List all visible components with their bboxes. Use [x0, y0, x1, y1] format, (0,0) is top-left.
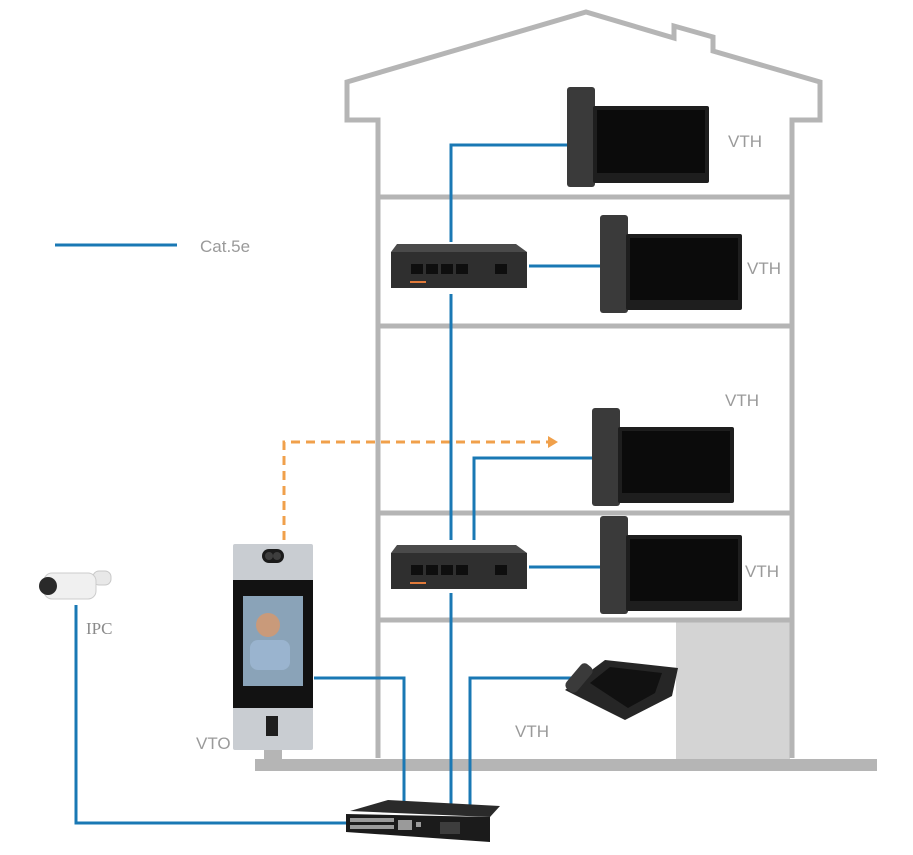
vth-handset — [567, 87, 595, 187]
vth-handset — [592, 408, 620, 506]
vth-ground-label: VTH — [515, 722, 549, 741]
wireless-link-vto-to-vth — [282, 440, 548, 540]
vth-floor2-upper-label: VTH — [725, 391, 759, 410]
vto-fingerprint-reader — [266, 716, 278, 736]
building — [255, 9, 877, 771]
vth-handset — [600, 516, 628, 614]
wire-lower-switch-to-vth2-upper — [472, 456, 592, 540]
vth-floor2-upper[interactable]: VTH — [592, 391, 759, 506]
vto-camera-lens-right — [273, 552, 281, 560]
vth-ground[interactable]: VTH — [515, 660, 678, 741]
switch-accent — [410, 281, 426, 283]
switch-ports — [411, 264, 507, 274]
switch-ports — [350, 818, 421, 830]
switch-top — [391, 545, 527, 553]
vth-display — [622, 431, 730, 493]
vth-floor3[interactable]: VTH — [600, 215, 781, 313]
switch-top — [391, 244, 527, 252]
vto-door-station[interactable]: VTO — [196, 544, 313, 760]
vto-face-photo — [256, 613, 280, 637]
vth-floor4[interactable]: VTH — [567, 87, 762, 187]
vth-display — [630, 238, 738, 300]
vth-display — [597, 110, 705, 173]
wireless-link-arrowhead — [548, 436, 558, 448]
garage-block — [676, 622, 790, 759]
vth-display — [630, 539, 738, 601]
legend: Cat.5e — [55, 237, 250, 256]
switch-display — [440, 822, 460, 834]
vth-desktop-handset — [565, 663, 593, 693]
poe-switch-upper[interactable] — [391, 244, 527, 288]
ipc-camera[interactable]: IPC — [39, 570, 112, 638]
vto-camera-lens-left — [265, 552, 273, 560]
wire-ipc-to-core — [74, 605, 346, 825]
legend-cat5e-label: Cat.5e — [200, 237, 250, 256]
vth-floor4-label: VTH — [728, 132, 762, 151]
vto-label: VTO — [196, 734, 231, 753]
switch-ports — [411, 565, 507, 575]
vto-mount — [264, 750, 282, 760]
switch-accent — [410, 582, 426, 584]
vth-floor2-lower[interactable]: VTH — [600, 516, 779, 614]
ground-line — [255, 759, 877, 771]
switch-top — [350, 800, 500, 817]
vth-floor3-label: VTH — [747, 259, 781, 278]
ipc-label: IPC — [86, 619, 112, 638]
wire-vth4-to-upper-switch — [449, 143, 567, 242]
vth-floor2-lower-label: VTH — [745, 562, 779, 581]
vto-shirt — [250, 640, 290, 670]
wiring — [74, 143, 600, 825]
wire-ground-vth-to-core — [468, 676, 575, 808]
building-outline — [344, 9, 823, 758]
vth-desktop-screen — [590, 667, 662, 708]
ipc-lens — [39, 577, 57, 595]
vth-handset — [600, 215, 628, 313]
poe-switch-lower[interactable] — [391, 545, 527, 589]
wire-vto-to-core — [314, 676, 406, 808]
core-switch[interactable] — [346, 800, 500, 842]
